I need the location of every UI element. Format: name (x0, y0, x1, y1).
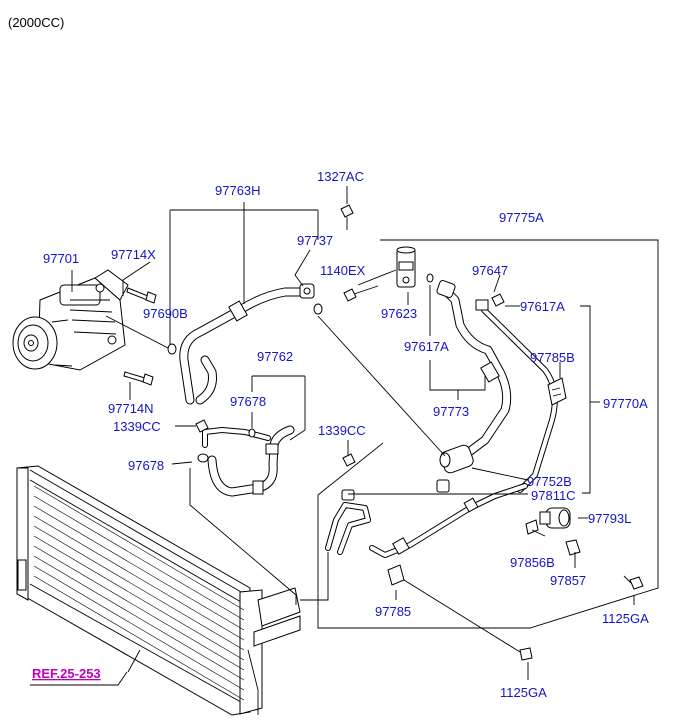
label-97775a[interactable]: 97775A (499, 210, 544, 225)
bracket-97785[interactable] (387, 564, 405, 586)
coupler-97752b[interactable] (439, 444, 475, 475)
condenser[interactable] (16, 465, 301, 716)
label-1339cc-right[interactable]: 1339CC (318, 423, 366, 438)
engine-header: (2000CC) (8, 15, 64, 30)
label-97752b[interactable]: 97752B (527, 474, 572, 489)
clamp-97793l[interactable] (539, 507, 571, 529)
fitting-1339cc-left[interactable] (195, 419, 209, 433)
fitting-97647[interactable] (491, 293, 505, 307)
bolt-1327ac[interactable] (340, 204, 354, 230)
label-97737[interactable]: 97737 (297, 233, 333, 248)
label-97690b[interactable]: 97690B (143, 306, 188, 321)
bracket-97856b[interactable] (525, 519, 539, 535)
expansion-valve[interactable] (396, 246, 416, 288)
label-1140ex[interactable]: 1140EX (320, 263, 366, 278)
compressor-bolt-upper[interactable] (126, 287, 157, 304)
condenser-tube-lower[interactable] (325, 483, 528, 558)
label-97793l[interactable]: 97793L (588, 511, 631, 526)
label-97785[interactable]: 97785 (375, 604, 411, 619)
label-97773[interactable]: 97773 (433, 404, 469, 419)
fitting-1339cc-right[interactable] (342, 453, 356, 467)
o-ring-97678-right[interactable] (248, 428, 256, 438)
label-97857[interactable]: 97857 (550, 573, 586, 588)
label-97714n[interactable]: 97714N (108, 401, 154, 416)
bolt-1140ex[interactable] (343, 285, 379, 302)
label-97678-right[interactable]: 97678 (230, 394, 266, 409)
label-1125ga-right[interactable]: 1125GA (602, 611, 649, 626)
label-1125ga-bottom[interactable]: 1125GA (500, 685, 547, 700)
grommet-97857[interactable] (565, 539, 581, 556)
reference-link[interactable]: REF.25-253 (32, 666, 101, 681)
label-97763h[interactable]: 97763H (215, 183, 261, 198)
condenser-fins (33, 485, 245, 701)
label-97678-left[interactable]: 97678 (128, 458, 164, 473)
discharge-hose-assembly[interactable] (202, 425, 295, 497)
suction-hose-assembly[interactable] (179, 283, 315, 405)
compressor-bolt-lower[interactable] (123, 371, 154, 386)
bolt-1125ga-bottom[interactable] (519, 647, 533, 661)
o-ring-97678-left[interactable] (197, 453, 209, 463)
compressor[interactable] (12, 269, 129, 371)
bolt-1125ga-right[interactable] (623, 575, 644, 590)
o-ring-97690b[interactable] (167, 343, 177, 355)
label-97617a-right[interactable]: 97617A (520, 299, 565, 314)
label-97856b[interactable]: 97856B (510, 555, 555, 570)
label-97623[interactable]: 97623 (381, 306, 417, 321)
label-97714x[interactable]: 97714X (111, 247, 156, 262)
fitting-97811c[interactable] (436, 479, 450, 493)
label-97647[interactable]: 97647 (472, 263, 508, 278)
liquid-tube-97770a[interactable] (475, 299, 558, 493)
label-1339cc-left[interactable]: 1339CC (113, 419, 161, 434)
part-labels: 97701 97714X 97690B 97714N 1339CC 97678 … (32, 169, 649, 700)
label-97770a[interactable]: 97770A (603, 396, 648, 411)
label-97762[interactable]: 97762 (257, 349, 293, 364)
label-1327ac[interactable]: 1327AC (317, 169, 364, 184)
label-97701[interactable]: 97701 (43, 251, 79, 266)
suction-tube-97773[interactable] (436, 280, 512, 460)
o-ring-97737[interactable] (313, 303, 323, 315)
label-97811c[interactable]: 97811C (531, 488, 576, 503)
o-ring-97617a-left[interactable] (426, 273, 434, 283)
leader-lines (30, 186, 659, 686)
bracket-97785b[interactable] (547, 377, 567, 406)
label-97785b[interactable]: 97785B (530, 350, 575, 365)
label-97617a-left[interactable]: 97617A (404, 339, 449, 354)
